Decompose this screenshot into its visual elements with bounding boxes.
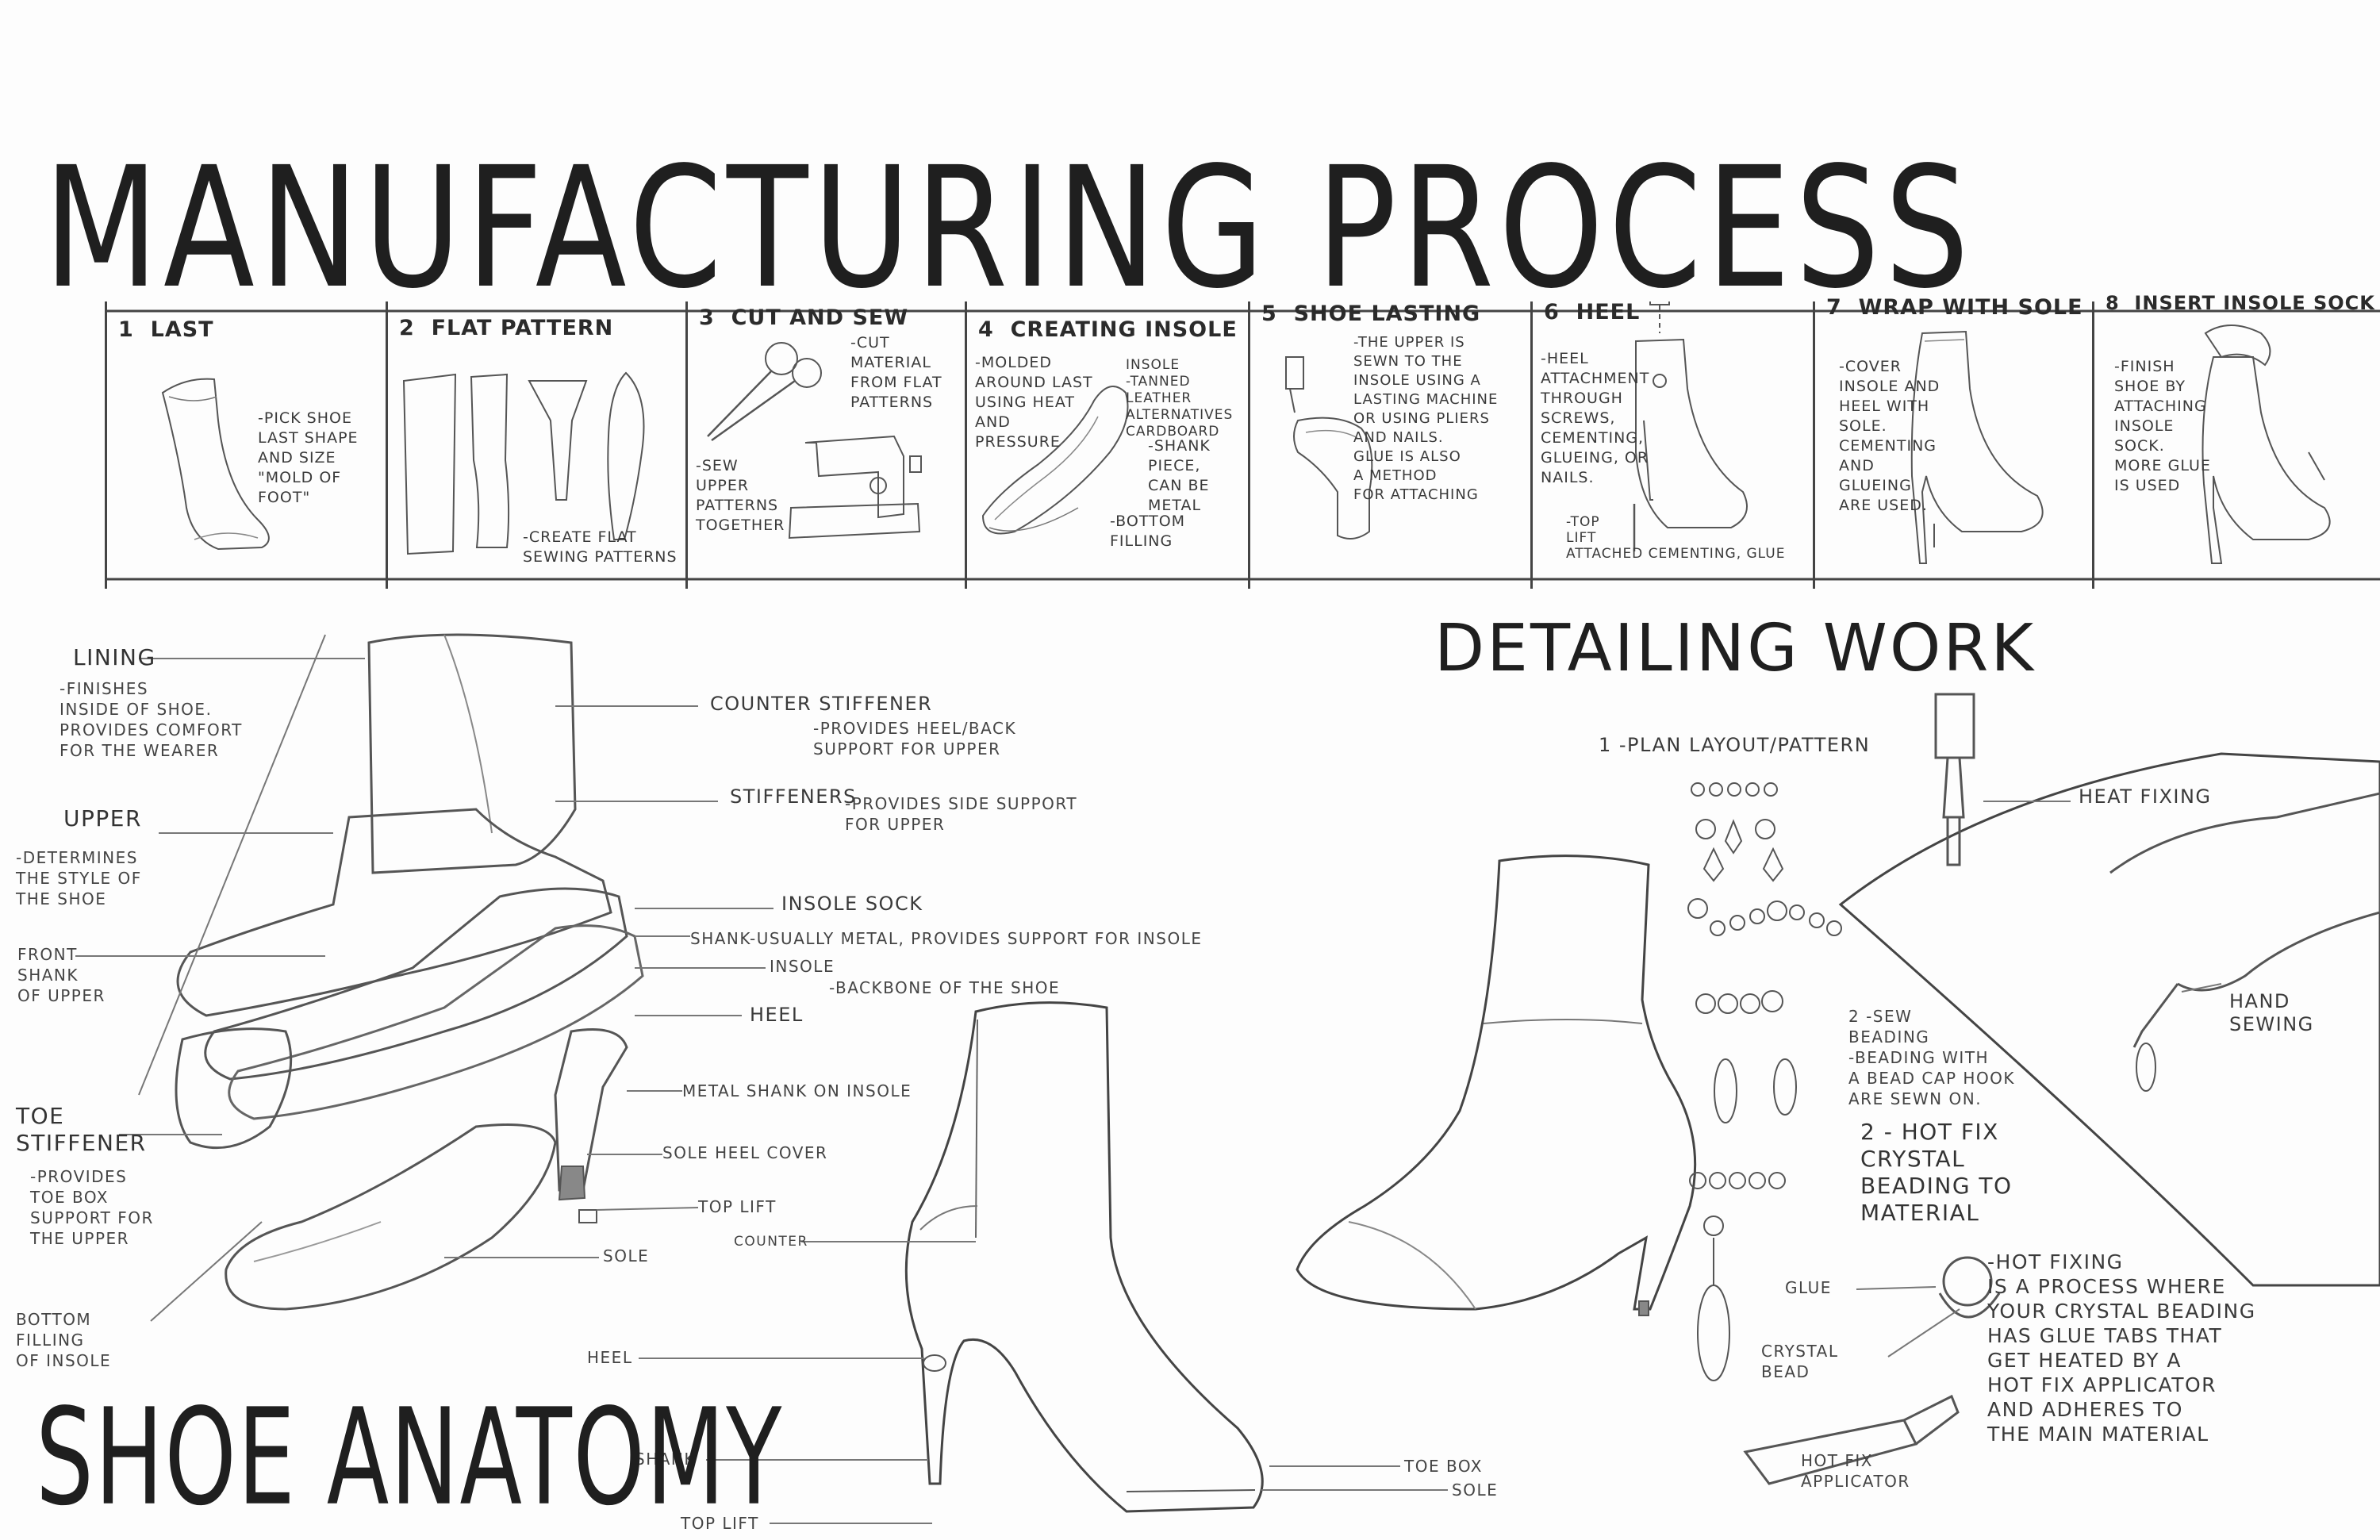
label-lining: LINING	[73, 644, 156, 670]
label-front-shank: FRONT SHANK OF UPPER	[17, 945, 106, 1005]
label-toe-stiffener: TOE STIFFENER	[16, 1103, 147, 1156]
label-boot-top-lift: TOP LIFT	[681, 1514, 759, 1533]
step-4-note-molded: -MOLDED AROUND LAST USING HEAT AND PRESS…	[975, 354, 1093, 451]
label-counter-stiffener: COUNTER STIFFENER	[710, 693, 933, 715]
label-shank-desc: -USUALLY METAL, PROVIDES SUPPORT FOR INS…	[750, 929, 1203, 948]
label-hot-fix-applicator: HOT FIX APPLICATOR	[1801, 1451, 1910, 1491]
label-lining-desc: -FINISHES INSIDE OF SHOE. PROVIDES COMFO…	[60, 679, 243, 760]
label-boot-toe-box: TOE BOX	[1404, 1457, 1483, 1476]
process-strip: 1 LAST -PICK SHOE LAST SHAPE AND SIZE "M…	[105, 292, 2380, 589]
label-heel: HEEL	[750, 1004, 804, 1026]
step-8-note: -FINISH SHOE BY ATTACHING INSOLE SOCK. M…	[2114, 358, 2211, 494]
label-hand-sewing: HAND SEWING	[2229, 990, 2314, 1035]
step-2-heading: 2 FLAT PATTERN	[399, 316, 614, 340]
step-4-heading: 4 CREATING INSOLE	[978, 317, 1238, 342]
shoe-lasting-sketch	[1250, 301, 1533, 589]
step-4-note-shank: -SHANK PIECE, CAN BE METAL	[1148, 437, 1211, 514]
step-5-note: -THE UPPER IS SEWN TO THE INSOLE USING A…	[1353, 334, 1499, 503]
step-7-note: -COVER INSOLE AND HEEL WITH SOLE. CEMENT…	[1839, 358, 1940, 514]
process-step-3: 3 CUT AND SEW -CUT MATERIAL FROM FLAT PA…	[685, 301, 965, 589]
label-stiffeners-desc: -PROVIDES SIDE SUPPORT FOR UPPER	[845, 794, 1078, 834]
scissors-and-sewing-machine-sketch	[688, 301, 967, 589]
label-boot-heel: HEEL	[587, 1348, 633, 1367]
step-3-heading: 3 CUT AND SEW	[699, 305, 909, 330]
step-4-note-insole: INSOLE -TANNED LEATHER ALTERNATIVES CARD…	[1126, 357, 1234, 440]
label-sole: SOLE	[603, 1246, 650, 1265]
process-step-4: 4 CREATING INSOLE -MOLDED AROUND LAST US…	[965, 301, 1248, 589]
label-bottom-filling: BOTTOM FILLING OF INSOLE	[16, 1310, 112, 1370]
label-stiffeners: STIFFENERS	[730, 785, 857, 808]
label-insole-sock: INSOLE SOCK	[781, 893, 923, 915]
process-step-1: 1 LAST -PICK SHOE LAST SHAPE AND SIZE "M…	[105, 301, 386, 589]
step-6-note-top-lift: -TOP LIFT ATTACHED CEMENTING, GLUE	[1566, 514, 1786, 562]
insole-sketch	[967, 301, 1250, 589]
wrap-with-sole-sketch	[1815, 301, 2094, 589]
step-6-heading: 6 HEEL	[1544, 300, 1641, 325]
step-8-heading: 8 INSERT INSOLE SOCK	[2106, 292, 2375, 314]
process-step-7: 7 WRAP WITH SOLE -COVER INSOLE AND HEEL …	[1813, 295, 2094, 589]
label-sew-beading: 2 -SEW BEADING -BEADING WITH A BEAD CAP …	[1848, 1007, 2016, 1108]
manufacturing-process-title: MANUFACTURING PROCESS	[44, 131, 1975, 325]
shoe-last-sketch	[107, 301, 388, 589]
label-crystal-bead: CRYSTAL BEAD	[1761, 1342, 1839, 1381]
shoe-anatomy-title: SHOE ANATOMY	[36, 1381, 783, 1536]
label-insole: INSOLE	[770, 957, 835, 976]
insert-insole-sock-sketch	[2094, 301, 2380, 589]
process-step-6: 6 HEEL -HEEL ATTACHMENT THROUGH SCREWS, …	[1530, 300, 1815, 589]
step-1-note: -PICK SHOE LAST SHAPE AND SIZE "MOLD OF …	[258, 409, 359, 506]
label-insole-desc: -BACKBONE OF THE SHOE	[829, 978, 1061, 997]
step-3-note-sew: -SEW UPPER PATTERNS TOGETHER	[696, 457, 785, 534]
label-metal-shank: METAL SHANK ON INSOLE	[682, 1081, 912, 1100]
bead-layout-pattern	[1688, 783, 1841, 1381]
heel-attachment-sketch	[1533, 301, 1815, 589]
label-hot-fix-crystal: 2 - HOT FIX CRYSTAL BEADING TO MATERIAL	[1860, 1119, 2013, 1226]
label-boot-shank: SHANK	[635, 1450, 696, 1469]
process-step-5: 5 SHOE LASTING -THE UPPER IS SEWN TO THE…	[1248, 301, 1530, 589]
label-counter-stiffener-desc: -PROVIDES HEEL/BACK SUPPORT FOR UPPER	[813, 719, 1017, 758]
label-toe-stiffener-desc: -PROVIDES TOE BOX SUPPORT FOR THE UPPER	[30, 1167, 154, 1248]
label-upper: UPPER	[63, 805, 142, 831]
step-2-note: -CREATE FLAT SEWING PATTERNS	[523, 528, 678, 566]
label-boot-counter: COUNTER	[734, 1234, 808, 1250]
step-4-note-bottom: -BOTTOM FILLING	[1110, 513, 1186, 550]
process-step-8: 8 INSERT INSOLE SOCK -FINISH SHOE BY ATT…	[2092, 292, 2380, 589]
step-3-note-cut: -CUT MATERIAL FROM FLAT PATTERNS	[850, 334, 942, 411]
detailing-work-title: DETAILING WORK	[1434, 611, 2036, 686]
process-step-2: 2 FLAT PATTERN -CREATE FLAT SEWING PATTE…	[386, 301, 685, 589]
label-boot-sole: SOLE	[1452, 1480, 1499, 1500]
label-upper-desc: -DETERMINES THE STYLE OF THE SHOE	[16, 848, 142, 908]
step-7-heading: 7 WRAP WITH SOLE	[1826, 295, 2083, 320]
label-glue: GLUE	[1785, 1278, 1832, 1297]
label-plan-layout: 1 -PLAN LAYOUT/PATTERN	[1599, 734, 1871, 756]
step-1-heading: 1 LAST	[118, 317, 214, 342]
step-5-heading: 5 SHOE LASTING	[1261, 301, 1481, 326]
label-sole-heel-cover: SOLE HEEL COVER	[662, 1143, 828, 1162]
step-6-note: -HEEL ATTACHMENT THROUGH SCREWS, CEMENTI…	[1541, 350, 1650, 486]
label-shank: SHANK	[690, 929, 751, 948]
label-heat-fixing: HEAT FIXING	[2079, 785, 2212, 808]
label-hot-fixing-desc: -HOT FIXING IS A PROCESS WHERE YOUR CRYS…	[1987, 1250, 2256, 1446]
flat-pattern-sketch	[388, 301, 688, 589]
label-top-lift: TOP LIFT	[698, 1197, 777, 1216]
